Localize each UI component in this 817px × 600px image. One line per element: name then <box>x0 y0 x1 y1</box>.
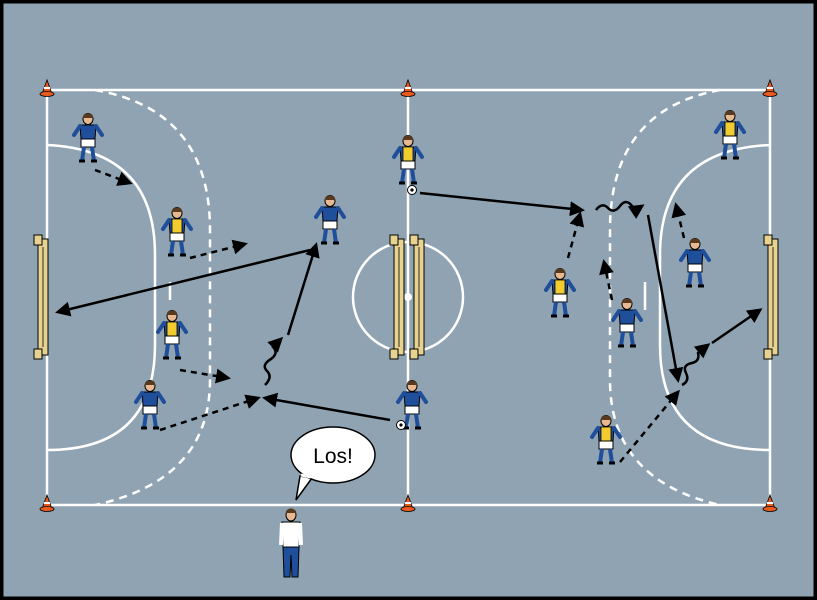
ball-icon <box>396 420 406 430</box>
ball-icon <box>407 185 417 195</box>
speech-bubble: Los! <box>290 426 376 501</box>
pass-arrows <box>55 191 684 422</box>
center-spot <box>404 293 412 301</box>
zone-dashed-lines <box>94 88 721 507</box>
run-arrows <box>94 168 687 463</box>
speech-bubble-text: Los! <box>313 445 353 468</box>
dribble-arrows <box>263 200 763 387</box>
coach-icon <box>279 508 303 578</box>
